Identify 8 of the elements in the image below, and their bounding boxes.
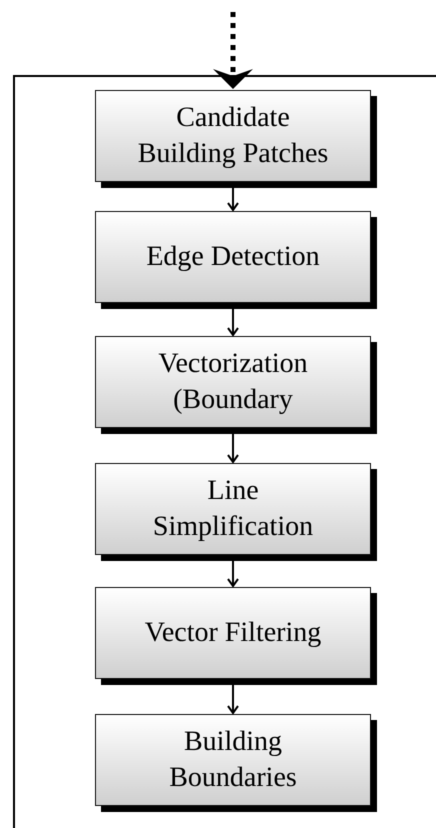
process-label: Candidate Building Patches (136, 101, 330, 171)
process-label: Vector Filtering (144, 616, 322, 650)
dashed-arrow (213, 12, 253, 89)
process-label: Building Boundaries (168, 725, 298, 795)
process-label: Edge Detection (146, 240, 320, 274)
frame-box (13, 75, 436, 828)
process-label: Vectorization (Boundary (157, 347, 309, 417)
process-label: Line Simplification (152, 474, 314, 544)
